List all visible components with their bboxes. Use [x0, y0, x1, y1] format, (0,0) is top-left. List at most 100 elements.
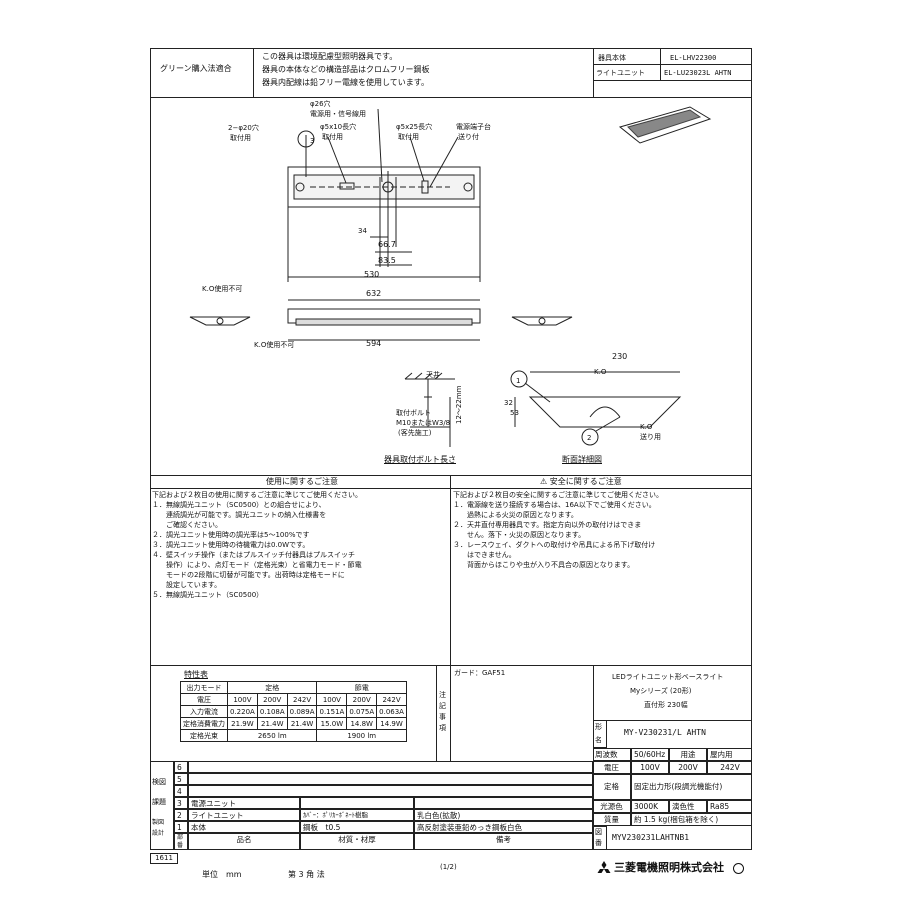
- note-line: この器具は環境配慮型照明器具です。: [262, 52, 398, 61]
- hole-5x25-label: φ5x25長穴: [396, 123, 433, 131]
- head-note: 備考: [414, 833, 593, 850]
- header-divider: [593, 80, 752, 81]
- spec-row: 定格光束 2650 lm 1900 lm: [180, 729, 407, 742]
- section-divider: [450, 475, 451, 665]
- usage-line: ４．壁スイッチ操作（またはプルスイッチ付器具はプルスイッチ: [152, 551, 355, 559]
- mounting-hole: [463, 182, 473, 192]
- unit-model: EL-LU23023L AHTN: [664, 69, 732, 77]
- spec-cell: 200V: [346, 693, 378, 706]
- product-line: LEDライトユニット形ベースライト: [612, 673, 724, 681]
- freq-label: 周波数: [593, 748, 631, 761]
- safety-line: １．電源線を送り接続する場合は、16A以下でご使用ください。: [453, 501, 656, 509]
- spec-cell: 0.063A: [376, 705, 407, 718]
- usage-line: 設定しています。: [152, 581, 222, 589]
- spec-cell: 電圧: [180, 693, 228, 706]
- spec-row: 電圧 100V 200V 242V 100V 200V 242V: [180, 693, 407, 706]
- unit-note: 単位 mm: [202, 870, 242, 879]
- voltage-value: 100V: [631, 761, 669, 774]
- hole-26-use: 電源用・信号線用: [310, 110, 366, 118]
- dim-632: 632: [366, 289, 382, 298]
- end-view-right: [511, 316, 573, 326]
- part-row: [188, 761, 593, 773]
- safety-line: ３．レースウェイ、ダクトへの取付けや吊具による吊下げ取付け: [453, 541, 656, 549]
- spec-cell: 2650 lm: [226, 729, 318, 742]
- part-no: 2: [174, 809, 188, 821]
- mounting-hole: [295, 182, 305, 192]
- ceiling-label: 天井: [426, 371, 440, 379]
- end-view-left: [189, 316, 251, 326]
- callout-label: 3: [310, 137, 314, 145]
- spec-cell: 100V: [227, 693, 258, 706]
- safety-line: 背面からほこりや虫が入り不具合の原因となります。: [453, 561, 635, 569]
- bolt-caption: 器具取付ボルト長さ: [384, 455, 456, 464]
- callout-label: 2: [587, 434, 591, 442]
- usage-line: ３．調光ユニット使用時の待機電力は0.0Wです。: [152, 541, 310, 549]
- dim-594: 594: [366, 339, 382, 348]
- bolt-range: 12～22mm: [455, 385, 463, 424]
- ko-side-sub: 送り用: [640, 433, 661, 441]
- product-line: 直付形 230幅: [644, 701, 688, 709]
- spec-title: 特性表: [184, 670, 208, 679]
- safety-title: ⚠ 安全に関するご注意: [540, 477, 622, 486]
- hole-5x25-use: 取付用: [398, 133, 419, 141]
- side-label: 設計: [152, 830, 165, 837]
- dim-53: 53: [510, 409, 519, 417]
- spec-cell: 出力モード: [180, 681, 228, 694]
- part-no: 3: [174, 797, 188, 809]
- part-no: 4: [174, 785, 188, 797]
- safety-line: 過熱による火災の原因となります。: [453, 511, 578, 519]
- part-material: ｶﾊﾞｰ：ﾎﾟﾘｶｰﾎﾞﾈｰﾄ樹脂: [300, 809, 414, 821]
- usage-line: ５．無線調光ユニット（SC0500）: [152, 591, 264, 599]
- part-name: 本体: [188, 821, 300, 833]
- ko-top-label: K.O: [594, 368, 607, 376]
- green-purchase-label: グリーン購入法適合: [160, 64, 232, 73]
- ko-side-label: K.O: [640, 423, 653, 431]
- usage-notes: 下記および２枚目の使用に関するご注意に準じてご使用ください。 １．無線調光ユニッ…: [152, 490, 448, 600]
- drawing-number: MYV230231LAHTNB1: [612, 833, 690, 842]
- use-label: 用途: [669, 748, 707, 761]
- freq-value: 50/60Hz: [631, 748, 669, 761]
- model-label: 形名: [593, 720, 607, 748]
- projection-note: 第 3 角 法: [288, 870, 325, 879]
- color-temp: 3000K: [631, 800, 669, 813]
- part-note: [414, 797, 593, 809]
- spec-cell: 節電: [316, 681, 407, 694]
- spec-cell: 入力電流: [180, 705, 228, 718]
- safety-line: せん。落下・火災の原因となります。: [453, 531, 586, 539]
- cri-value: Ra85: [707, 800, 752, 813]
- parts-side-labels: 検図 課題 製図 設計: [150, 761, 174, 850]
- usage-line: １．無線調光ユニット（SC0500）との組合せにより、: [152, 501, 326, 509]
- section-rule: [150, 475, 752, 476]
- spec-cell: 14.8W: [346, 717, 378, 730]
- spec-cell: 0.108A: [256, 705, 288, 718]
- dim-530: 530: [364, 270, 380, 279]
- usage-line: 操作）により、点灯モード（定格光束）と省電力モード・節電: [152, 561, 362, 569]
- spec-cell: 0.151A: [316, 705, 348, 718]
- spec-cell: 定格消費電力: [180, 717, 228, 730]
- usage-line: モードの2段階に切替が可能です。出荷時は定格モードに: [152, 571, 345, 579]
- remarks-divider: [436, 665, 437, 761]
- part-name: ライトユニット: [188, 809, 300, 821]
- dim-230: 230: [612, 352, 628, 361]
- safety-notes: 下記および２枚目の安全に関するご注意に準じてご使用ください。 １．電源線を送り接…: [453, 490, 749, 570]
- unit-label: ライトユニット: [596, 69, 645, 77]
- head-name: 品名: [188, 833, 300, 850]
- cri-label: 演色性: [669, 800, 707, 813]
- header-divider: [593, 48, 594, 97]
- spec-cell: 21.9W: [227, 717, 258, 730]
- usage-line: ご確認ください。: [152, 521, 222, 529]
- side-label: 検図: [152, 778, 166, 786]
- section-caption: 断面詳細図: [562, 455, 602, 464]
- model-number: MY-V230231/L AHTN: [624, 728, 706, 737]
- callout-label: 1: [516, 377, 520, 385]
- spec-table: 出力モード 定格 節電 電圧 100V 200V 242V 100V 200V …: [180, 681, 407, 742]
- bolt-label: 取付ボルト: [396, 409, 431, 417]
- ko-unusable-label: K.O使用不可: [254, 341, 295, 349]
- body-label: 器具本体: [598, 54, 626, 62]
- part-row: [188, 785, 593, 797]
- spec-row: 出力モード 定格 節電: [180, 681, 407, 694]
- note-line: 器具内配線は鉛フリー電線を使用しています。: [262, 78, 429, 87]
- dim-34: 34: [358, 227, 367, 235]
- spec-cell: 0.075A: [346, 705, 378, 718]
- remarks-divider: [450, 665, 451, 761]
